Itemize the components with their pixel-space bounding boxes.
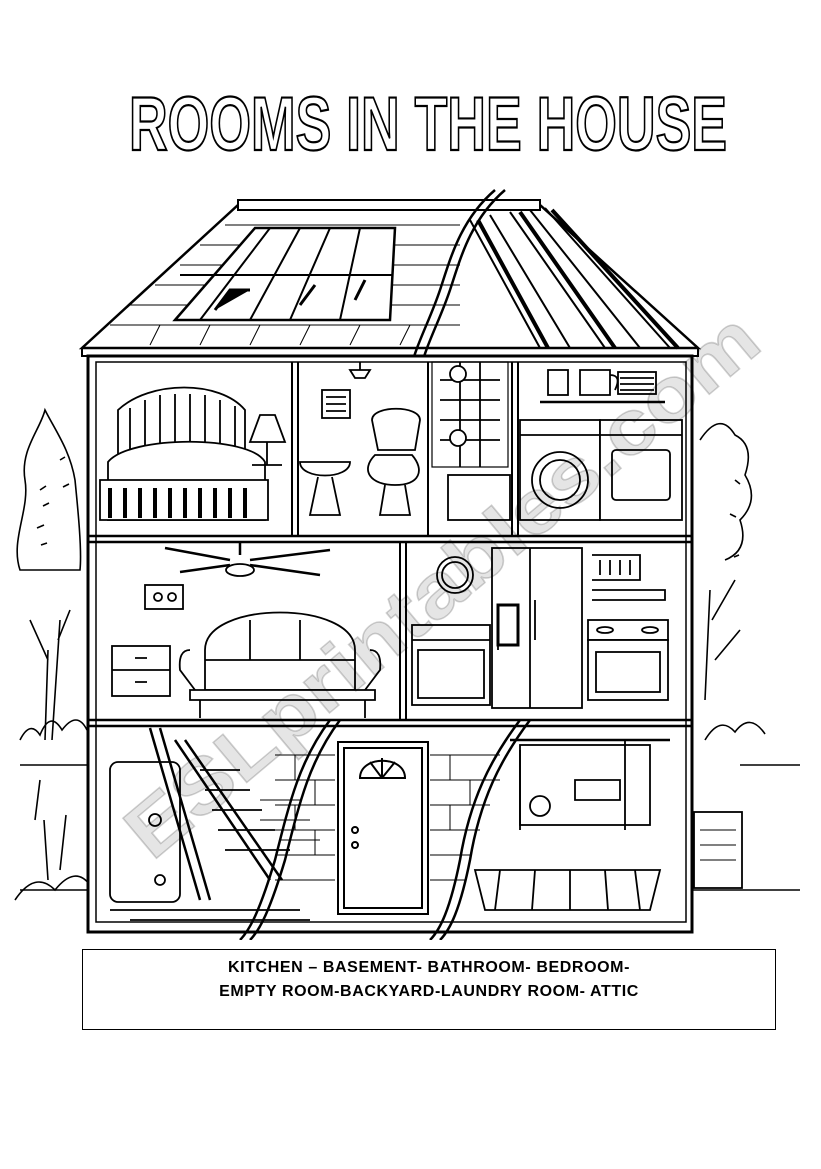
page-title: ROOMS IN THE HOUSE bbox=[128, 81, 728, 168]
word-bank-line-1: KITCHEN – BASEMENT- BATHROOM- BEDROOM- bbox=[227, 959, 631, 976]
laundry-room bbox=[519, 369, 683, 521]
kitchen bbox=[411, 547, 669, 709]
skylight bbox=[172, 226, 397, 322]
tree-left bbox=[14, 407, 91, 901]
front-door bbox=[337, 741, 429, 915]
basement bbox=[109, 727, 320, 921]
roof bbox=[78, 189, 702, 371]
roof-stripes bbox=[469, 207, 680, 350]
bedroom bbox=[99, 386, 287, 521]
tree-right bbox=[699, 422, 766, 741]
word-bank: KITCHEN – BASEMENT- BATHROOM- BEDROOM- E… bbox=[82, 949, 776, 1030]
house-illustration bbox=[14, 189, 800, 940]
outdoor-unit bbox=[693, 811, 743, 889]
bathroom bbox=[299, 361, 511, 521]
title-text: ROOMS IN THE HOUSE bbox=[129, 82, 727, 167]
empty-room bbox=[473, 738, 670, 911]
living-room bbox=[111, 542, 382, 718]
word-bank-line-2: EMPTY ROOM-BACKYARD-LAUNDRY ROOM- ATTIC bbox=[219, 983, 639, 1000]
